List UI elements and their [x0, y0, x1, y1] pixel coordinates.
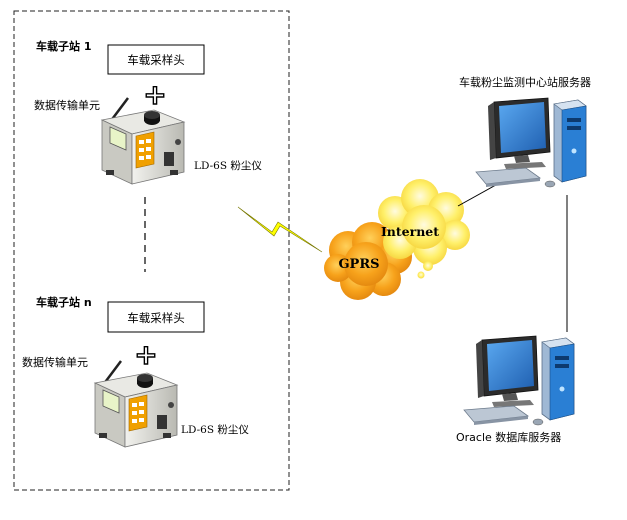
wireless-lightning-icon	[237, 206, 323, 253]
station-n-transmission-unit-label: 数据传输单元	[22, 355, 88, 369]
station-n-dust-meter-label: LD-6S 粉尘仪	[181, 423, 249, 436]
vehicle-stations-boundary	[13, 10, 290, 491]
station-1-sampling-head-box	[107, 44, 205, 75]
database-server-label: Oracle 数据库服务器	[456, 430, 561, 444]
station-n-dust-meter-device	[93, 359, 179, 449]
center-server-label: 车载粉尘监测中心站服务器	[459, 75, 591, 89]
internet-label: Internet	[381, 224, 439, 239]
database-server-computer-icon	[463, 335, 575, 426]
station-n-label: 车载子站 n	[36, 295, 92, 309]
station-1-dust-meter-label: LD-6S 粉尘仪	[194, 159, 262, 172]
gprs-label: GPRS	[338, 257, 379, 272]
gprs-cloud	[324, 222, 412, 300]
station-1-plus-sign: +	[143, 78, 166, 111]
center-server-computer-icon	[475, 97, 587, 188]
station-n-plus-sign: +	[134, 338, 157, 371]
station-n-sampling-head-label: 车载采样头	[127, 311, 185, 325]
station-1-sampling-head-label: 车载采样头	[127, 53, 185, 67]
station-n-sampling-head-box	[107, 301, 205, 333]
station-1-label: 车载子站 1	[36, 39, 91, 53]
internet-cloud	[378, 179, 470, 279]
station-1-transmission-unit-label: 数据传输单元	[34, 98, 100, 112]
